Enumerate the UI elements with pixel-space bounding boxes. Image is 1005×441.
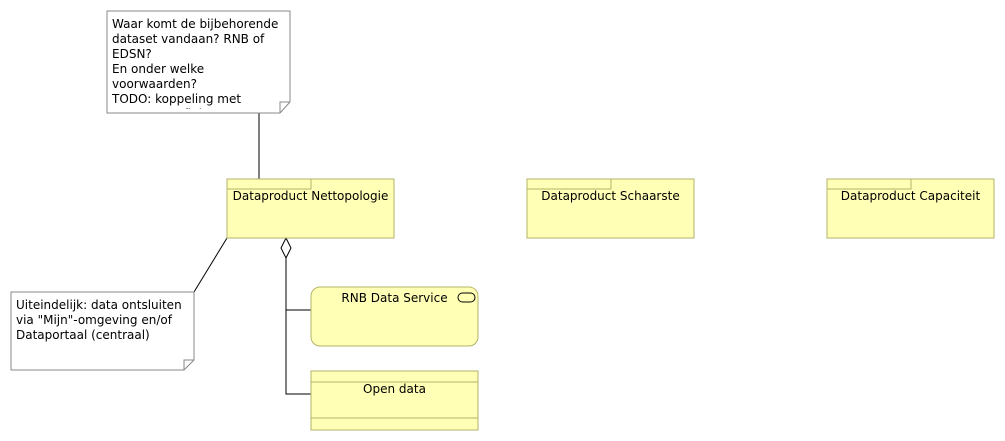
note-top-text: Waar komt de bijbehorende dataset vandaa… xyxy=(112,17,279,109)
note-left-text: Uiteindelijk: data ontsluiten via "Mijn"… xyxy=(16,298,182,342)
product-icon xyxy=(527,179,612,190)
element-dataproduct-schaarste[interactable] xyxy=(526,178,695,239)
dataproduct-nettopologie-label: Dataproduct Nettopologie xyxy=(232,189,389,203)
dataproduct-capaciteit-label: Dataproduct Capaciteit xyxy=(840,189,981,203)
element-rnb-data-service[interactable] xyxy=(310,286,479,347)
product-icon xyxy=(827,179,912,190)
rnb-data-service-label: RNB Data Service xyxy=(341,291,448,305)
aggregation-line-rnb-service[interactable] xyxy=(285,258,311,311)
open-data-label: Open data xyxy=(363,382,426,396)
note-top[interactable]: Waar komt de bijbehorende dataset vandaa… xyxy=(107,11,290,113)
aggregation-diamond xyxy=(280,236,292,260)
element-open-data[interactable] xyxy=(310,370,479,431)
element-dataproduct-nettopologie[interactable] xyxy=(226,178,395,239)
note-left[interactable]: Uiteindelijk: data ontsluiten via "Mijn"… xyxy=(11,292,194,370)
data-object-icon xyxy=(311,381,478,419)
note-top-shape xyxy=(106,10,291,114)
dataproduct-schaarste-label: Dataproduct Schaarste xyxy=(541,189,680,203)
note-left-association-line[interactable] xyxy=(193,237,228,293)
note-left-shape xyxy=(10,291,195,371)
element-dataproduct-capaciteit[interactable] xyxy=(826,178,995,239)
service-icon xyxy=(457,292,476,303)
aggregation-line-open-data[interactable] xyxy=(285,310,311,395)
product-icon xyxy=(227,179,312,190)
connections xyxy=(193,113,311,395)
